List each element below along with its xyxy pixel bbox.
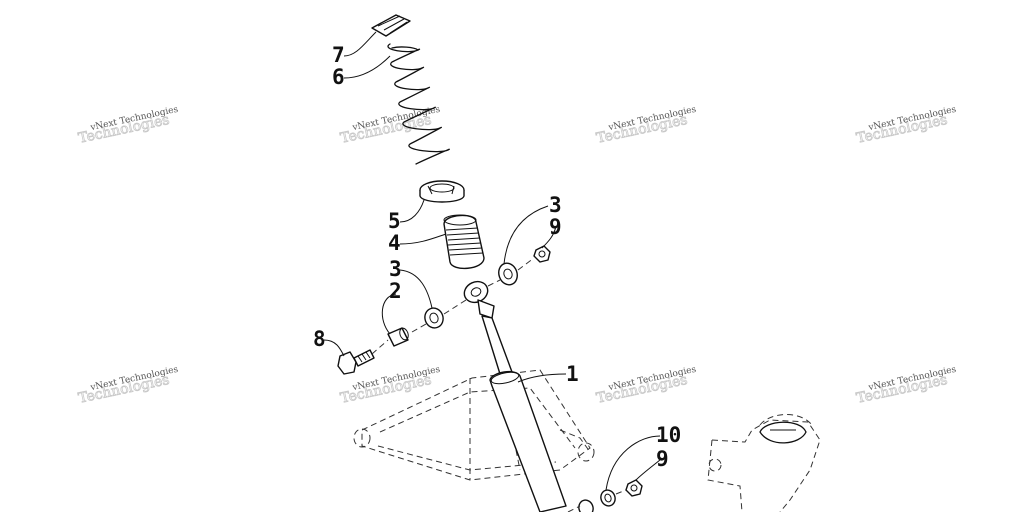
callout-8: 8 bbox=[313, 327, 326, 351]
part-8-bolt bbox=[337, 349, 375, 375]
callout-1: 1 bbox=[566, 362, 579, 386]
callout-2: 2 bbox=[389, 279, 402, 303]
part-4-threaded-sleeve bbox=[443, 214, 485, 269]
callouts: 7 6 5 4 3 9 3 2 8 1 10 9 bbox=[313, 43, 681, 471]
callout-3-upper: 3 bbox=[549, 193, 562, 217]
watermark-4: Technologies vNext Technologies bbox=[855, 105, 958, 148]
callout-5: 5 bbox=[388, 209, 401, 233]
watermark-3: Technologies vNext Technologies bbox=[595, 105, 698, 148]
callout-7: 7 bbox=[332, 43, 345, 67]
callout-9-lower: 9 bbox=[656, 447, 669, 471]
part-3-bushing-upper bbox=[498, 262, 518, 286]
watermark-8: Technologies vNext Technologies bbox=[855, 365, 958, 408]
part-7-spring-cap bbox=[371, 14, 411, 37]
part-2-spacer bbox=[387, 327, 409, 347]
part-6-coil-spring bbox=[387, 43, 450, 165]
part-1-shock-absorber bbox=[463, 280, 567, 512]
callout-3-lower: 3 bbox=[389, 257, 402, 281]
part-9-nut-upper bbox=[533, 245, 551, 263]
callout-4: 4 bbox=[388, 231, 401, 255]
part-5-spring-seat bbox=[419, 180, 465, 203]
callout-6: 6 bbox=[332, 65, 345, 89]
watermark-1: Technologies vNext Technologies bbox=[77, 105, 180, 148]
leader-lines bbox=[323, 31, 661, 491]
part-3-bushing-lower bbox=[424, 307, 444, 329]
callout-10: 10 bbox=[656, 423, 681, 447]
watermark-7: Technologies vNext Technologies bbox=[595, 365, 698, 408]
callout-9-upper: 9 bbox=[549, 215, 562, 239]
watermarks: Technologies vNext Technologies Technolo… bbox=[77, 105, 958, 408]
spindle-knuckle bbox=[707, 414, 821, 512]
part-9-nut-lower bbox=[625, 479, 643, 497]
a-arm-frame bbox=[353, 369, 595, 481]
part-10-bushing bbox=[578, 489, 616, 512]
watermark-5: Technologies vNext Technologies bbox=[77, 365, 180, 408]
